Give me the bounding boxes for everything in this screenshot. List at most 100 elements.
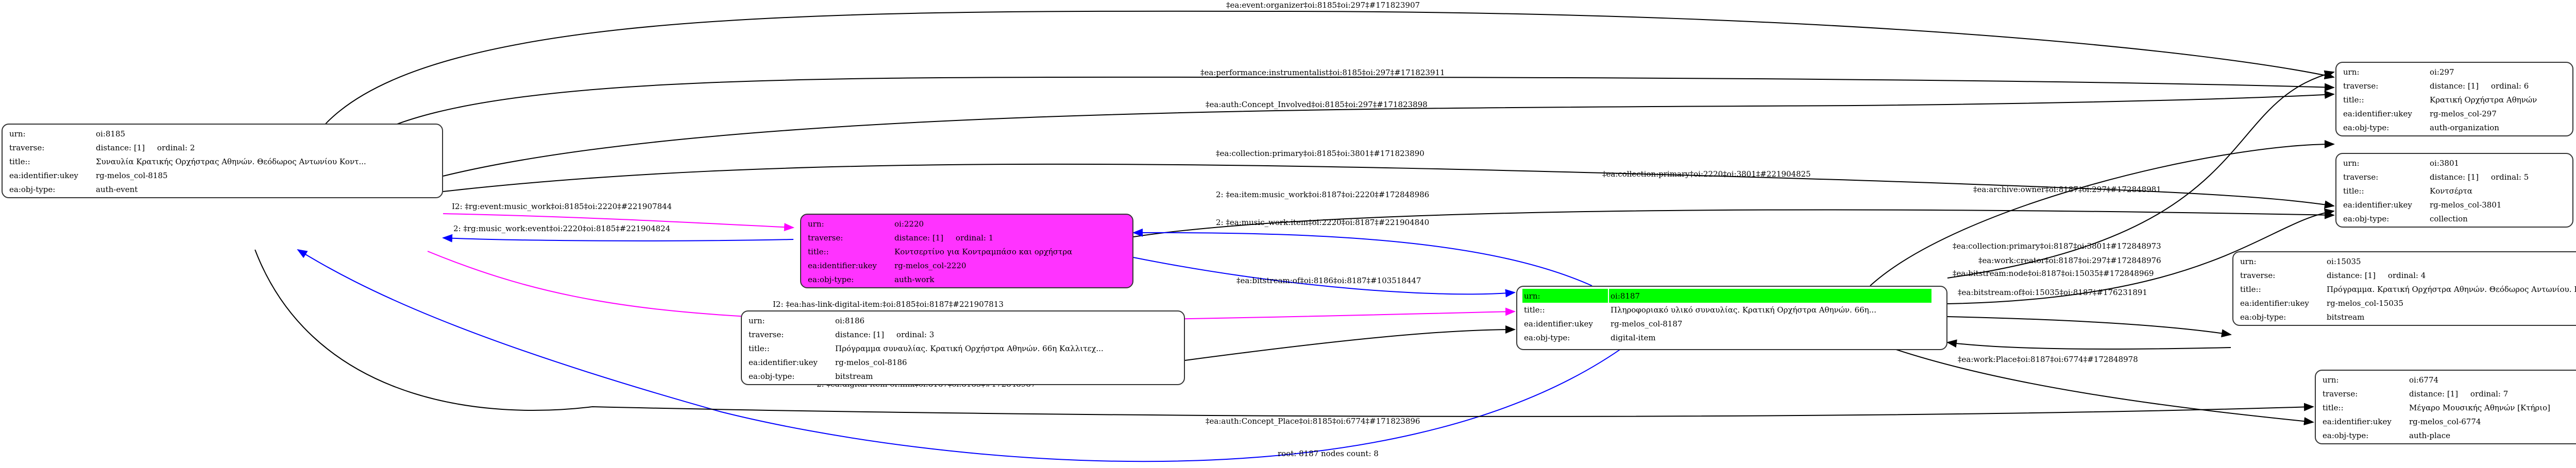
node-type: collection xyxy=(2430,214,2468,223)
node-ukey: rg-melos_col-8185 xyxy=(96,170,168,180)
field-label: ea:obj-type: xyxy=(1524,333,1570,342)
field-label: ea:identifier:ukey xyxy=(2343,200,2412,210)
node-title: Συναυλία Κρατικής Ορχήστρας Αθηνών. Θεόδ… xyxy=(96,157,366,166)
edge-line xyxy=(297,249,1629,462)
field-label: traverse: xyxy=(9,143,45,152)
node-urn: oi:8187 xyxy=(1609,289,1931,303)
edge-line xyxy=(1133,257,1516,298)
field-label: ea:obj-type: xyxy=(749,371,795,381)
field-label: traverse: xyxy=(2323,389,2358,398)
edge-line xyxy=(443,163,2335,209)
edge-label: ‡ea:event:organizer‡oi:8185‡oi:297‡#1718… xyxy=(1226,1,1420,10)
field-label: title:: xyxy=(2240,284,2261,294)
edge-label: ‡ea:collection:primary‡oi:8185‡oi:3801‡#… xyxy=(1216,149,1425,158)
field-label: ea:identifier:ukey xyxy=(2343,109,2412,118)
node-ukey: rg-melos_col-6774 xyxy=(2409,417,2481,426)
field-label: urn: xyxy=(9,129,26,138)
edge-label: ‡ea:auth:Concept_Involved‡oi:8185‡oi:297… xyxy=(1206,100,1428,109)
node-oi-6774[interactable]: urn:oi:6774 traverse:distance: [1] ordin… xyxy=(2315,370,2576,444)
node-traverse: distance: [1] ordinal: 4 xyxy=(2327,270,2426,280)
node-oi-3801[interactable]: urn: oi:3801 traverse: distance: [1] ordin… xyxy=(2335,153,2573,228)
edge-label: ‡ea:collection:primary‡oi:8187‡oi:3801‡#… xyxy=(1953,241,2161,251)
node-urn: oi:15035 xyxy=(2327,256,2361,266)
node-title: Κρατική Ορχήστρα Αθηνών xyxy=(2430,95,2537,105)
edge-line xyxy=(1947,208,2335,304)
edge-line xyxy=(301,10,2335,161)
field-label: traverse: xyxy=(808,233,843,242)
field-label: urn: xyxy=(1522,289,1608,303)
node-traverse: distance: [1] ordinal: 5 xyxy=(2430,172,2529,182)
field-label: urn: xyxy=(749,316,765,325)
node-title: Πρόγραμμα. Κρατική Ορχήστρα Αθηνών. Θεόδ… xyxy=(2327,284,2576,294)
node-type: auth-organization xyxy=(2430,123,2499,132)
edge-line xyxy=(1184,325,1516,361)
edge-label: 2: ‡rg:music_work:event‡oi:2220‡oi:8185‡… xyxy=(453,224,671,233)
edge-line xyxy=(443,213,794,232)
field-label: ea:identifier:ukey xyxy=(808,261,877,270)
field-label: traverse: xyxy=(749,330,784,339)
node-title: Πρόγραμμα συναυλίας. Κρατική Ορχήστρα Αθ… xyxy=(835,343,1104,353)
node-title: Πληροφοριακό υλικό συναυλίας. Κρατική Ορ… xyxy=(1611,305,1876,315)
field-label: ea:obj-type: xyxy=(2240,312,2286,322)
field-label: title:: xyxy=(9,157,30,166)
node-ukey: rg-melos_col-2220 xyxy=(894,261,967,270)
node-oi-15035[interactable]: urn:oi:15035 traverse:distance: [1] ordi… xyxy=(2232,251,2576,326)
field-label: ea:obj-type: xyxy=(2343,123,2389,132)
edge-line xyxy=(1947,316,2232,338)
node-urn: oi:6774 xyxy=(2409,375,2439,385)
node-traverse: distance: [1] ordinal: 1 xyxy=(894,233,994,242)
edge-line xyxy=(1870,140,2335,286)
field-label: ea:identifier:ukey xyxy=(1524,319,1593,328)
node-oi-8186[interactable]: urn: oi:8186 traverse: distance: [1] ordin… xyxy=(741,310,1185,385)
edge-line xyxy=(1875,342,2314,426)
node-ukey: rg-melos_col-15035 xyxy=(2327,298,2403,308)
node-type: auth-work xyxy=(894,274,935,284)
node-urn: oi:297 xyxy=(2430,67,2454,77)
node-ukey: rg-melos_col-8186 xyxy=(835,357,907,367)
field-label: ea:identifier:ukey xyxy=(9,170,78,180)
node-oi-2220[interactable]: urn:oi:2220 traverse:distance: [1] ordin… xyxy=(800,214,1133,288)
edge-label: ‡ea:work:Place‡oi:8187‡oi:6774‡#17284897… xyxy=(1958,355,2138,364)
field-label: urn: xyxy=(2343,67,2360,77)
edge-label: ‡ea:work:creator‡oi:8187‡oi:297‡#1728489… xyxy=(1978,256,2161,265)
node-urn: oi:8186 xyxy=(835,316,865,325)
field-label: ea:obj-type: xyxy=(808,274,854,284)
node-type: auth-place xyxy=(2409,430,2450,440)
node-traverse: distance: [1] ordinal: 3 xyxy=(835,330,935,339)
edge-line xyxy=(337,76,2335,161)
node-type: digital-item xyxy=(1611,333,1656,342)
field-label: traverse: xyxy=(2343,172,2379,182)
field-label: title:: xyxy=(2323,403,2344,412)
edge-line xyxy=(1133,209,2335,237)
edge-label: ‡ea:auth:Concept_Place‡oi:8185‡oi:6774‡#… xyxy=(1206,417,1420,426)
edge-label: I2: ‡ea:has-link-digital-item:‡oi:8185‡o… xyxy=(773,300,1004,309)
field-label: ea:identifier:ukey xyxy=(2240,298,2309,308)
field-label: urn: xyxy=(2323,375,2339,385)
node-urn: oi:8185 xyxy=(96,129,126,138)
field-label: title:: xyxy=(2343,186,2364,196)
edge-label: ‡ea:bitstream:node‡oi:8187‡oi:15035‡#172… xyxy=(1953,269,2154,278)
edge-line xyxy=(1946,339,2231,350)
field-label: ea:obj-type: xyxy=(2323,430,2369,440)
node-oi-297[interactable]: urn:oi:297 traverse:distance: [1] ordina… xyxy=(2335,62,2573,136)
field-label: ea:identifier:ukey xyxy=(2323,417,2392,426)
field-label: title:: xyxy=(1524,305,1545,315)
field-label: urn: xyxy=(808,219,824,229)
field-label: ea:obj-type: xyxy=(9,184,56,194)
edge-label: ‡ea:collection:primary‡oi:2220‡oi:3801‡#… xyxy=(1602,169,1811,179)
node-traverse: distance: [1] ordinal: 6 xyxy=(2430,81,2529,91)
edge-line xyxy=(1947,70,2335,279)
field-label: ea:obj-type: xyxy=(2343,214,2389,223)
graph-footer: root: 8187 nodes count: 8 xyxy=(1278,449,1379,458)
node-title: Μέγαρο Μουσικής Αθηνών [Κτήριο] xyxy=(2409,403,2551,412)
edge-line xyxy=(1132,228,1592,286)
node-title: Κοντσέρτα xyxy=(2430,186,2472,196)
edge-line xyxy=(443,90,2335,177)
node-title: Κοντσερτίνο για Κοντραμπάσο και ορχήστρα xyxy=(894,247,1073,256)
node-urn: oi:3801 xyxy=(2430,158,2460,168)
node-oi-8185[interactable]: urn:oi:8185 traverse:distance: [1] ordin… xyxy=(2,124,443,198)
field-label: urn: xyxy=(2240,256,2257,266)
node-oi-8187-root[interactable]: urn:oi:8187 title::Πληροφοριακό υλικό συ… xyxy=(1516,286,1947,350)
field-label: urn: xyxy=(2343,158,2360,168)
